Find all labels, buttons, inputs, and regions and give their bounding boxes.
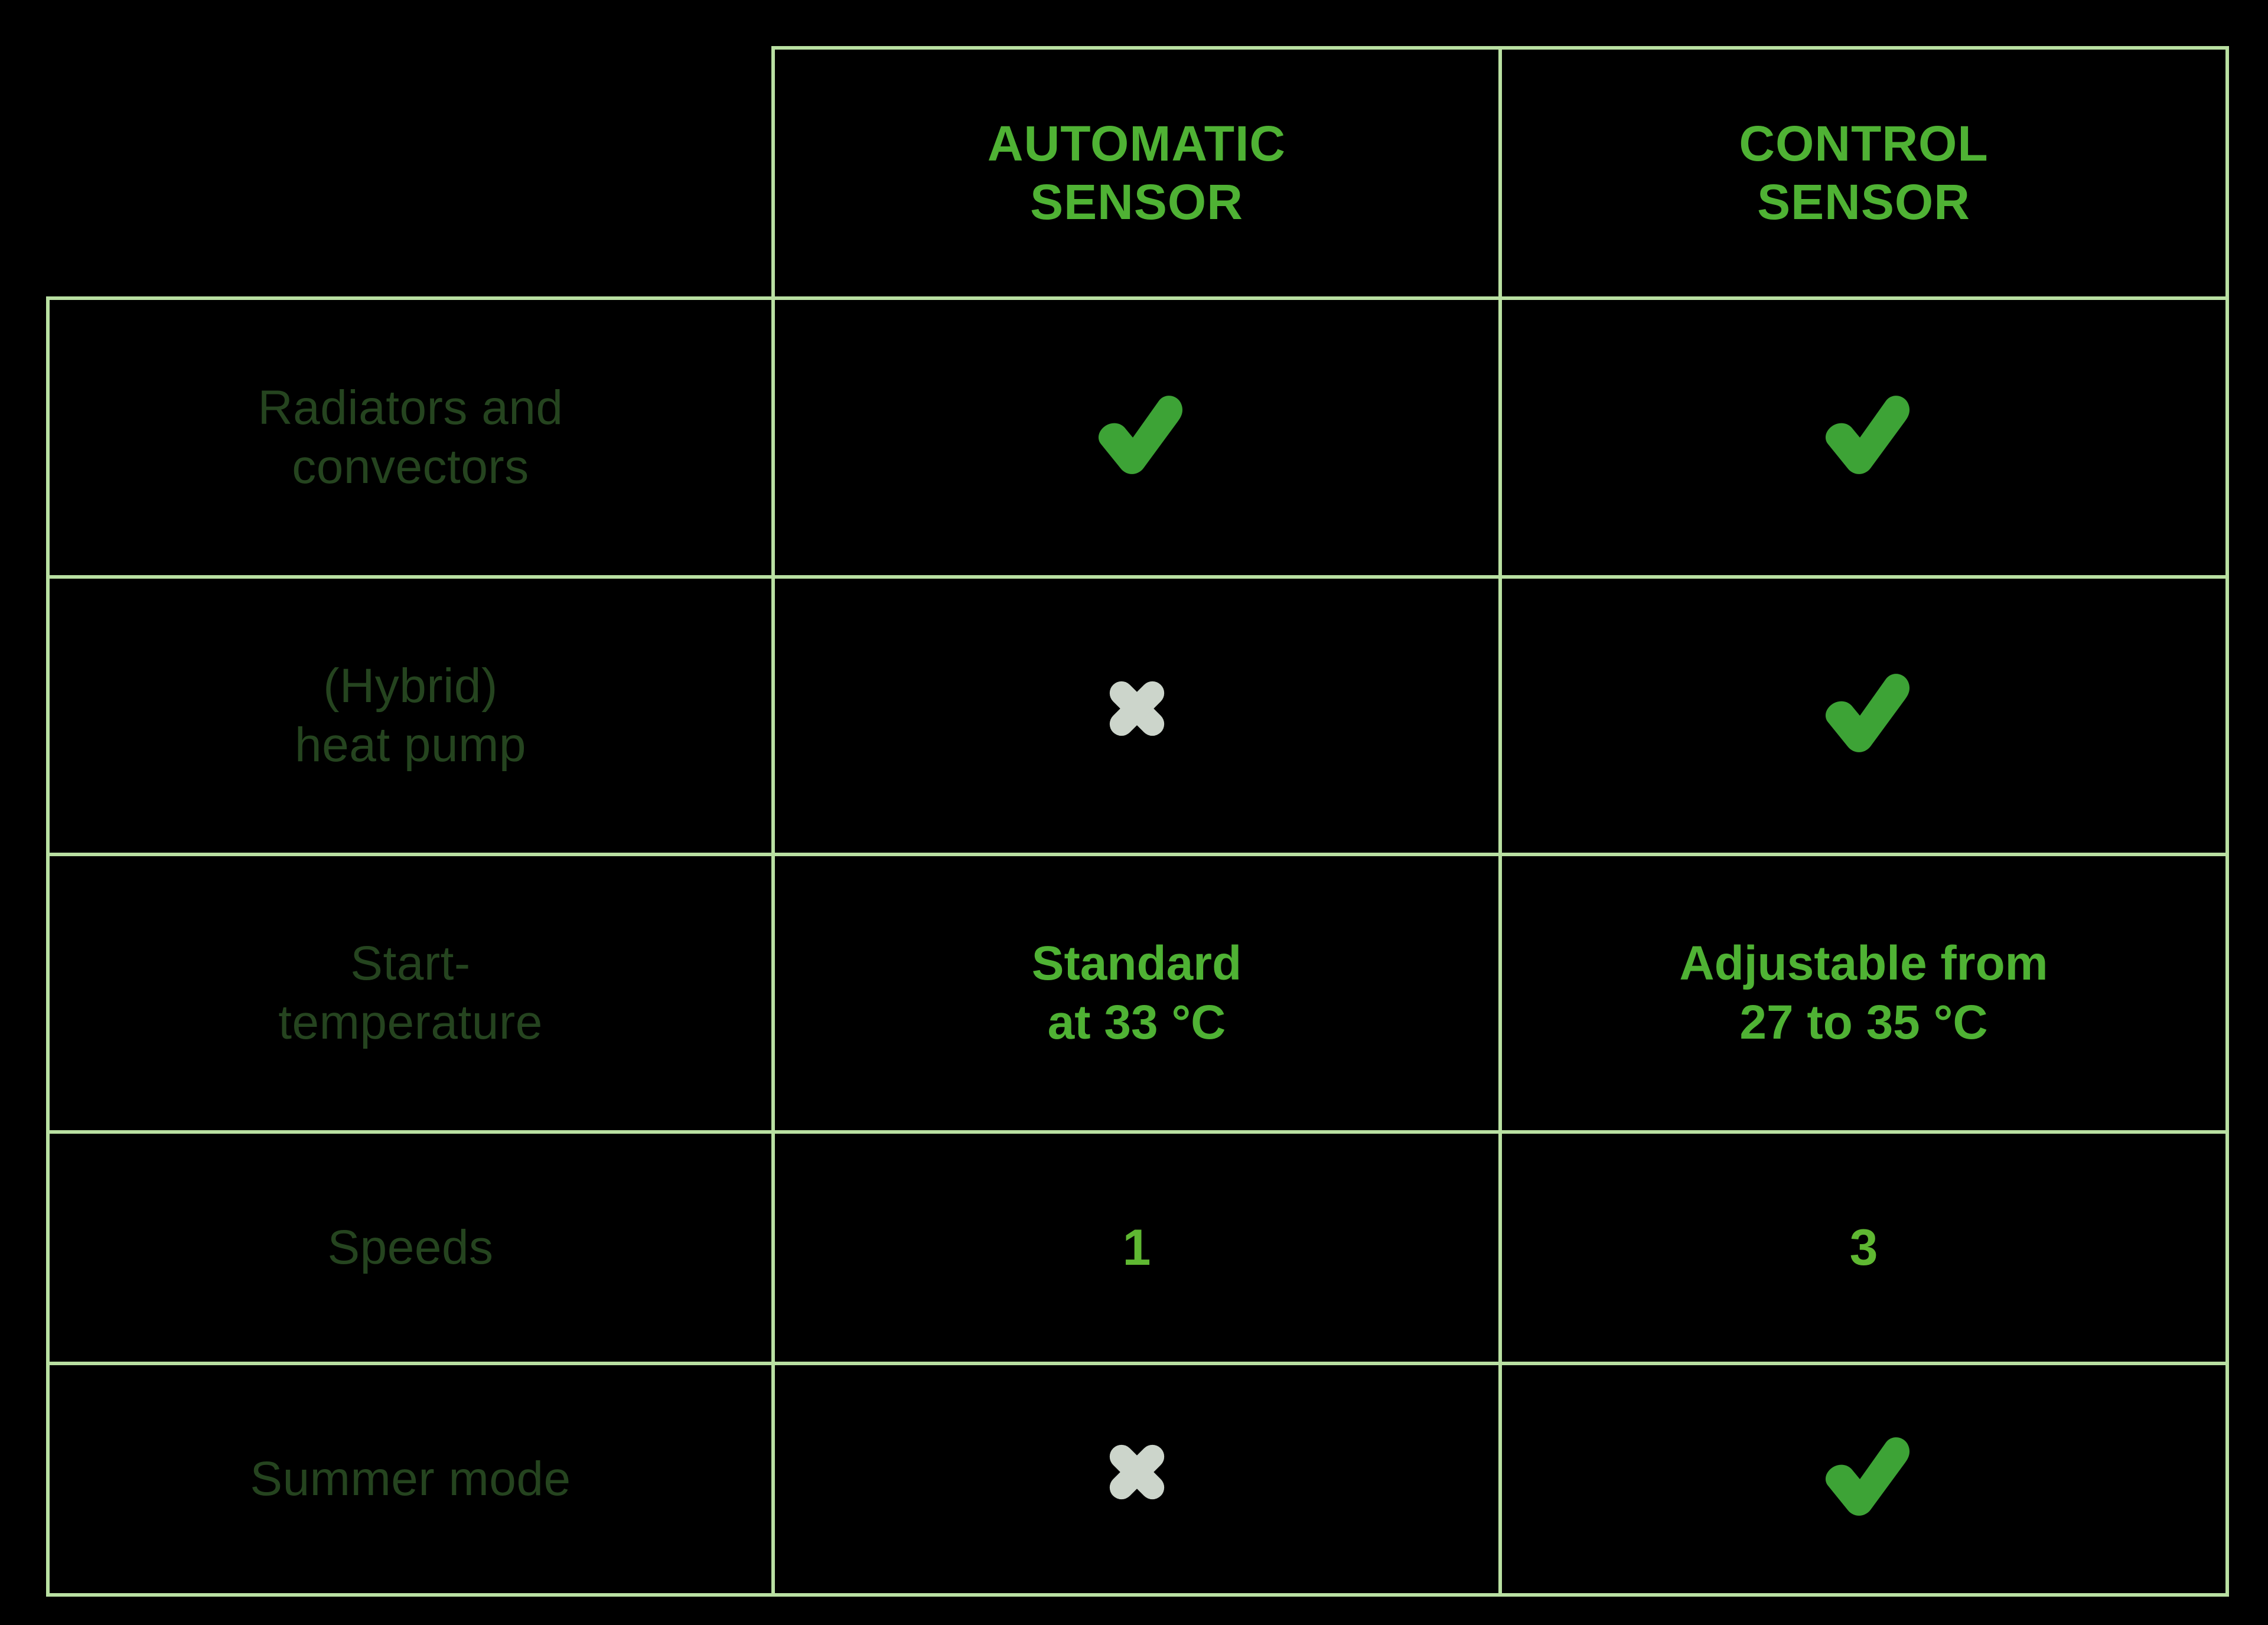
row-label-speeds: Speeds (46, 1130, 775, 1365)
cell-value-number: 3 (1849, 1219, 1878, 1276)
row-label-start-temperature: Start- temperature (46, 853, 775, 1134)
cell-starttemp-control: Adjustable from 27 to 35 °C (1498, 853, 2229, 1134)
cell-value-line1: Adjustable from (1679, 936, 2048, 990)
check-icon (1814, 664, 1914, 753)
header-control-sensor: CONTROL SENSOR (1498, 46, 2229, 300)
table-row: Start- temperature Standard at 33 °C Adj… (46, 853, 2229, 1134)
cell-summer-automatic (771, 1362, 1502, 1597)
table-header: AUTOMATIC SENSOR CONTROL SENSOR (48, 46, 2229, 300)
header-automatic-sensor: AUTOMATIC SENSOR (771, 46, 1502, 300)
cell-summer-control (1498, 1362, 2229, 1597)
row-label-radiators-and-convectors: Radiators and convectors (46, 296, 775, 579)
row-label-line1: Radiators and (258, 380, 563, 435)
table-row: Radiators and convectors (46, 296, 2229, 579)
header-control-sensor-line2: SENSOR (1757, 174, 1970, 230)
cell-heatpump-control (1498, 575, 2229, 856)
cell-radiators-automatic (771, 296, 1502, 579)
check-icon (1814, 386, 1914, 475)
cell-value-line2: 27 to 35 °C (1739, 996, 1988, 1049)
check-icon (1814, 1428, 1914, 1516)
cell-radiators-control (1498, 296, 2229, 579)
table-row: Summer mode (46, 1362, 2229, 1597)
row-label-hybrid-heat-pump: (Hybrid) heat pump (46, 575, 775, 856)
cross-icon (1087, 664, 1187, 753)
row-label-line2: heat pump (295, 718, 526, 772)
cell-heatpump-automatic (771, 575, 1502, 856)
header-automatic-sensor-line1: AUTOMATIC (987, 115, 1286, 171)
header-control-sensor-line1: CONTROL (1739, 115, 1989, 171)
cell-value-line2: at 33 °C (1047, 996, 1226, 1049)
table-row: Speeds 1 3 (46, 1130, 2229, 1365)
row-label-line1: Start- (350, 936, 471, 990)
cross-icon (1087, 1428, 1187, 1516)
cell-speeds-automatic: 1 (771, 1130, 1502, 1365)
row-label-summer-mode: Summer mode (46, 1362, 775, 1597)
row-label-line2: temperature (278, 996, 543, 1049)
header-corner-cell (48, 48, 773, 298)
row-label-line1: Summer mode (250, 1451, 571, 1506)
row-label-line1: Speeds (327, 1220, 494, 1274)
cell-speeds-control: 3 (1498, 1130, 2229, 1365)
check-icon (1087, 386, 1187, 475)
table-body: Radiators and convectors (46, 296, 2229, 1597)
cell-starttemp-automatic: Standard at 33 °C (771, 853, 1502, 1134)
row-label-line1: (Hybrid) (323, 658, 498, 713)
cell-value-number: 1 (1122, 1219, 1151, 1276)
table-row: (Hybrid) heat pump (46, 575, 2229, 856)
header-automatic-sensor-line2: SENSOR (1030, 174, 1243, 230)
row-label-line2: convectors (292, 440, 529, 494)
header-row: AUTOMATIC SENSOR CONTROL SENSOR (48, 46, 2229, 300)
sensor-comparison-table: AUTOMATIC SENSOR CONTROL SENSOR Radiator… (46, 46, 2229, 1597)
cell-value-line1: Standard (1031, 936, 1242, 990)
